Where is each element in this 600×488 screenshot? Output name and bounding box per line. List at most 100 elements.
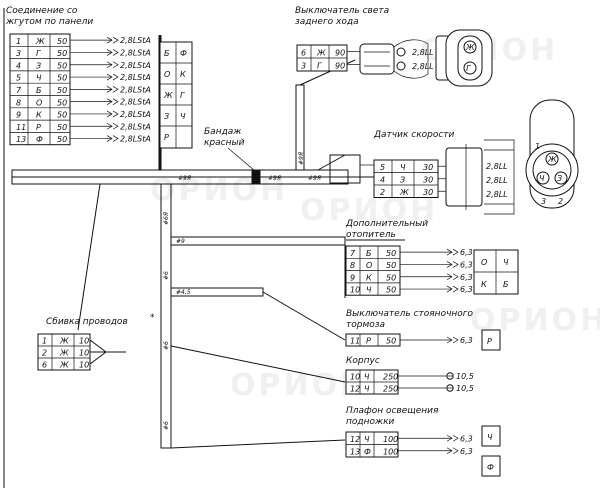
lamp-table-cell: 100: [383, 435, 398, 444]
ground-table-cell: 10: [350, 373, 360, 382]
splice-table-frame: [37, 333, 91, 371]
red-band-label: Бандаж: [204, 127, 242, 137]
panel-connector-pin: О: [164, 70, 170, 79]
heater-table-cell: 50: [386, 261, 396, 270]
harness-marks: #9Я #9Я #9Я #9Я #6Я #9 #6 #4,5 #6 #6: [163, 152, 321, 430]
speed-table-cell: З: [400, 176, 405, 185]
splice-table-cell: Ж: [59, 337, 69, 346]
brake-terminal-label: 6,3: [460, 336, 473, 345]
speed-sensor-label: Датчик скорости: [373, 130, 455, 140]
brake-pin: Р: [487, 337, 492, 346]
lamp-table-cell: 100: [383, 448, 398, 457]
heater-table-cell: Б: [366, 249, 372, 258]
panel-terminal-arrow: [106, 122, 113, 130]
heater-terminal-label: 6,3: [460, 273, 473, 282]
brake-connector: [481, 329, 501, 351]
step-lamp-label: подножки: [346, 417, 395, 427]
panel-terminal-label: 2,8LStA: [120, 110, 151, 119]
speed-pin: З: [557, 174, 562, 183]
wire-mark: #9: [176, 238, 185, 245]
speed-table-frame: [373, 159, 439, 198]
heater-table-cell: 50: [386, 286, 396, 295]
panel-terminal-label: 2,8LStA: [120, 73, 151, 82]
panel-connector-pin: З: [164, 112, 169, 121]
reverse-socket: Ж Г: [435, 29, 493, 87]
wire-mark: #4,5: [176, 289, 191, 296]
panel-table-cell: 9: [16, 111, 21, 120]
heater-table-cell: 50: [386, 249, 396, 258]
reverse-table-cell: Ж: [316, 49, 326, 58]
heater-table-cell: 9: [350, 273, 355, 282]
panel-terminal-arrow: [106, 36, 113, 44]
splice-table-cell: 10: [79, 349, 89, 358]
splice-table-cell: Ж: [59, 349, 69, 358]
lamp-terminal-label: 6,3: [460, 447, 473, 456]
panel-table-cell: 13: [16, 135, 26, 144]
speed-pin: Ч: [539, 174, 545, 183]
panel-table-cell: 50: [57, 98, 67, 107]
panel-terminal-arrow: [106, 135, 113, 142]
panel-connector-pin: Б: [164, 49, 170, 58]
red-band-marker: [251, 170, 261, 184]
panel-table-cell: Г: [36, 49, 41, 58]
panel-table-cell: О: [36, 98, 42, 107]
panel-terminals: 2,8LStA2,8LStA2,8LStA2,8LStA2,8LStA2,8LS…: [70, 36, 151, 144]
panel-table-cell: 1: [16, 37, 21, 46]
reverse-light-label: заднего хода: [295, 17, 359, 27]
extra-heater-label: Дополнительный: [345, 219, 428, 229]
speed-table-cell: 2: [380, 188, 385, 197]
speed-pin: 2: [558, 197, 563, 206]
reverse-pin: Ж: [465, 43, 475, 52]
parking-brake-label: тормоза: [346, 320, 385, 330]
reverse-terminal: 2,8LL: [412, 62, 434, 71]
heater-terminal-arrow: [446, 261, 453, 268]
heater-table-cell: О: [366, 261, 372, 270]
watermark: ОРИОН: [230, 368, 368, 403]
panel-connector-pin: Ж: [163, 91, 173, 100]
panel-table-cell: К: [36, 111, 42, 120]
reverse-table-cell: 3: [301, 62, 306, 71]
ground-terminal-label: 10,5: [456, 372, 474, 381]
heater-table-cell: 8: [350, 261, 355, 270]
parking-brake-label: Выключатель стояночного: [346, 309, 474, 319]
body-ground-label: Корпус: [346, 356, 380, 366]
wire-mark: #6: [163, 271, 170, 280]
reverse-table-cell: 90: [335, 49, 345, 58]
splice-table-cell: 10: [79, 361, 89, 370]
reverse-terminal: 2,8LL: [412, 48, 434, 57]
speed-table-cell: 5: [380, 163, 385, 172]
lamp-terminal-label: 6,3: [460, 434, 473, 443]
wire-splice-label: Сбивка проводов: [46, 317, 128, 327]
ground-table-cell: 250: [383, 373, 398, 382]
lamp-table-cell: Ф: [364, 448, 371, 457]
heater-pin: О: [481, 258, 487, 267]
panel-terminal-arrow: [106, 73, 113, 81]
panel-terminal-arrow: [106, 86, 113, 93]
panel-table-cell: 50: [57, 86, 67, 95]
speed-pin: Ж: [547, 155, 557, 164]
panel-table-cell: 11: [16, 123, 26, 132]
panel-table-cell: 4: [16, 61, 21, 70]
speed-pin: 3: [541, 197, 546, 206]
speed-pin: 1: [535, 142, 540, 151]
watermark-layer: ОРИОН ОРИОН ОРИОН ОРИОН ОРИОН: [150, 33, 600, 403]
panel-connector-pin: Г: [180, 91, 185, 100]
speed-table-cell: 30: [423, 176, 433, 185]
panel-connection-label: жгутом по панели: [5, 17, 93, 27]
step-lamp-label: Плафон освещения: [346, 406, 439, 416]
splice-table-cell: 1: [42, 337, 47, 346]
splice-table-cell: Ж: [59, 361, 69, 370]
lamp-pin: Ч: [487, 433, 493, 442]
heater-terminal-arrow: [446, 273, 453, 281]
lamp-pin: Ф: [487, 463, 494, 472]
speed-socket: 1 Ж Ч З 3 2: [525, 99, 579, 209]
heater-connector: О Ч К Б: [473, 249, 519, 295]
reverse-pin: Г: [466, 64, 471, 73]
